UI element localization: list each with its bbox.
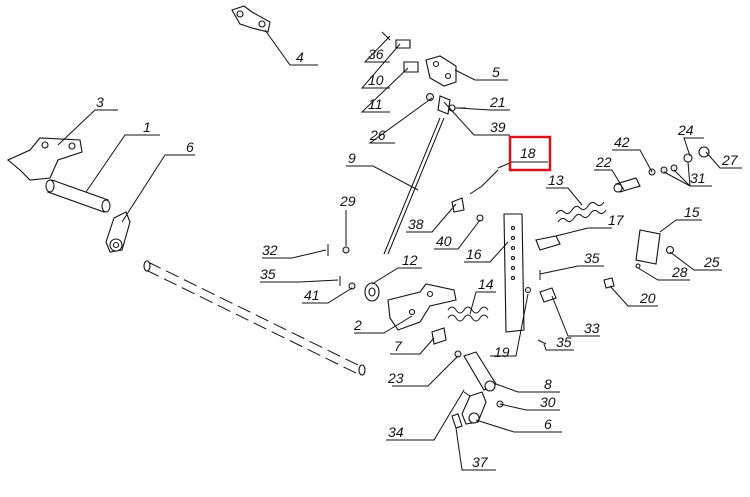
part-13-spring bbox=[555, 201, 605, 215]
callout-31: 31 bbox=[690, 170, 706, 186]
callout-15: 15 bbox=[684, 204, 700, 220]
parts-drawing bbox=[6, 5, 710, 429]
callout-6-left: 6 bbox=[186, 139, 194, 155]
callout-41: 41 bbox=[304, 287, 320, 303]
callout-3: 3 bbox=[96, 94, 104, 110]
callout-37: 37 bbox=[472, 454, 489, 470]
callout-1: 1 bbox=[143, 119, 151, 135]
callout-32: 32 bbox=[262, 242, 278, 258]
callout-14: 14 bbox=[478, 276, 494, 292]
callout-7: 7 bbox=[394, 338, 403, 354]
callout-36: 36 bbox=[368, 46, 384, 62]
callout-34: 34 bbox=[388, 424, 404, 440]
part-16-plate bbox=[503, 213, 525, 333]
callout-10: 10 bbox=[368, 72, 384, 88]
part-14-spring bbox=[447, 306, 489, 314]
callout-35-left: 35 bbox=[260, 266, 276, 282]
callout-33: 33 bbox=[584, 320, 600, 336]
callout-20: 20 bbox=[639, 290, 656, 306]
callout-19: 19 bbox=[494, 344, 510, 360]
callout-35-right: 35 bbox=[584, 250, 600, 266]
callout-4: 4 bbox=[296, 49, 304, 65]
part-15-plate bbox=[635, 229, 661, 265]
callout-18: 18 bbox=[520, 145, 536, 161]
part-6-lever-bottom bbox=[461, 391, 487, 425]
part-3-bracket bbox=[6, 137, 83, 181]
callout-38: 38 bbox=[408, 216, 424, 232]
highlight-box-18 bbox=[508, 135, 552, 172]
part-5-bracket bbox=[425, 55, 457, 87]
part-4-bracket bbox=[231, 5, 271, 33]
callout-8: 8 bbox=[544, 376, 552, 392]
callout-28: 28 bbox=[671, 264, 688, 280]
callout-23: 23 bbox=[387, 370, 404, 386]
part-9-rod bbox=[383, 117, 441, 255]
callout-6-bottom: 6 bbox=[544, 416, 552, 432]
callout-17: 17 bbox=[608, 212, 625, 228]
callout-12: 12 bbox=[402, 252, 418, 268]
part-1-shaft bbox=[47, 179, 109, 213]
callout-22: 22 bbox=[595, 154, 612, 170]
callout-labels: 4 3 1 6 36 10 11 5 26 21 39 9 18 13 22 4… bbox=[96, 46, 739, 470]
callout-9: 9 bbox=[348, 150, 356, 166]
callout-30: 30 bbox=[540, 394, 556, 410]
dashed-shaft bbox=[143, 260, 366, 376]
callout-2: 2 bbox=[353, 317, 362, 333]
callout-27: 27 bbox=[721, 152, 739, 168]
callout-25: 25 bbox=[703, 254, 720, 270]
callout-24: 24 bbox=[677, 122, 694, 138]
callout-16: 16 bbox=[466, 246, 482, 262]
part-18-wire bbox=[469, 169, 499, 195]
callout-21: 21 bbox=[489, 94, 506, 110]
callout-5: 5 bbox=[492, 64, 500, 80]
callout-40: 40 bbox=[436, 233, 452, 249]
callout-13: 13 bbox=[548, 172, 564, 188]
part-2-bracket bbox=[387, 283, 457, 331]
callout-26: 26 bbox=[369, 127, 386, 143]
callout-29: 29 bbox=[339, 193, 356, 209]
leader-lines bbox=[57, 29, 742, 471]
callout-39: 39 bbox=[490, 119, 506, 135]
callout-11: 11 bbox=[368, 96, 383, 112]
callout-42: 42 bbox=[614, 134, 630, 150]
callout-35-bottom: 35 bbox=[556, 334, 572, 350]
